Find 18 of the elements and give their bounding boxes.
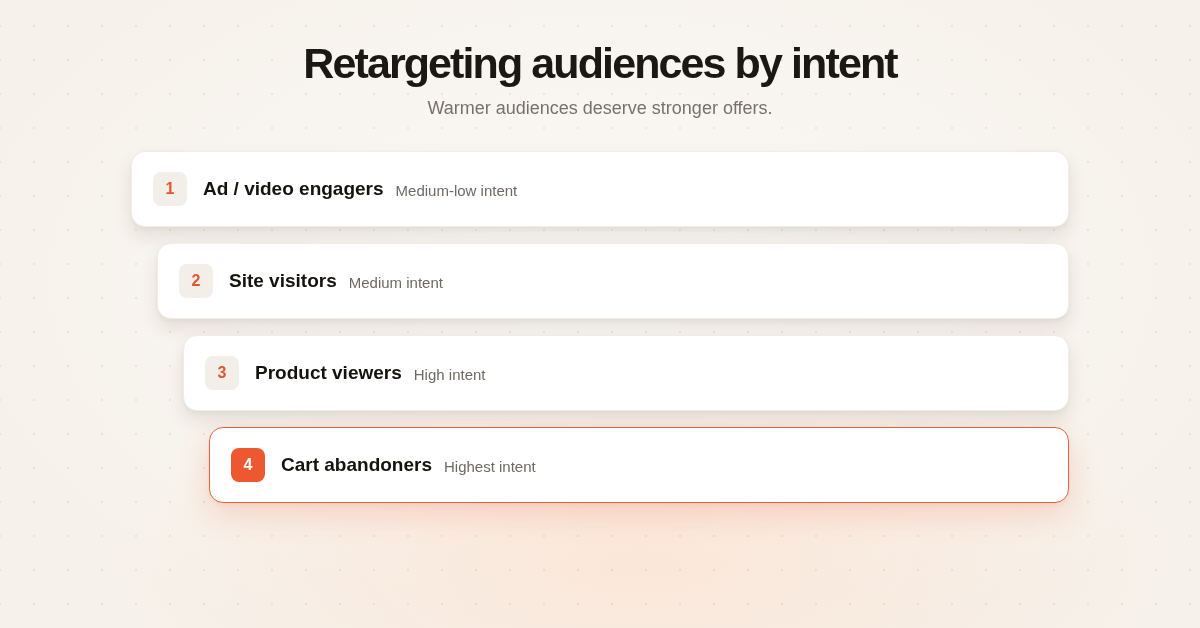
diagram-title: Retargeting audiences by intent bbox=[303, 38, 897, 88]
audience-card bbox=[131, 151, 1069, 227]
audience-name: Cart abandoners bbox=[281, 454, 432, 476]
intent-level: Medium-low intent bbox=[395, 180, 518, 199]
audience-name: Product viewers bbox=[255, 362, 402, 384]
intent-level: Highest intent bbox=[444, 456, 536, 475]
intent-level: Medium intent bbox=[348, 272, 443, 291]
step-number: 2 bbox=[179, 264, 213, 298]
audience-name: Site visitors bbox=[229, 270, 337, 292]
step-number: 3 bbox=[205, 356, 239, 390]
intent-level: High intent bbox=[413, 364, 486, 383]
audience-card bbox=[157, 243, 1069, 319]
step-number: 4 bbox=[231, 448, 265, 482]
audience-name: Ad / video engagers bbox=[203, 178, 384, 200]
audience-card bbox=[183, 335, 1069, 411]
audience-card bbox=[209, 427, 1069, 503]
step-number: 1 bbox=[153, 172, 187, 206]
subtitle: Warmer audiences deserve stronger offers. bbox=[427, 97, 773, 120]
